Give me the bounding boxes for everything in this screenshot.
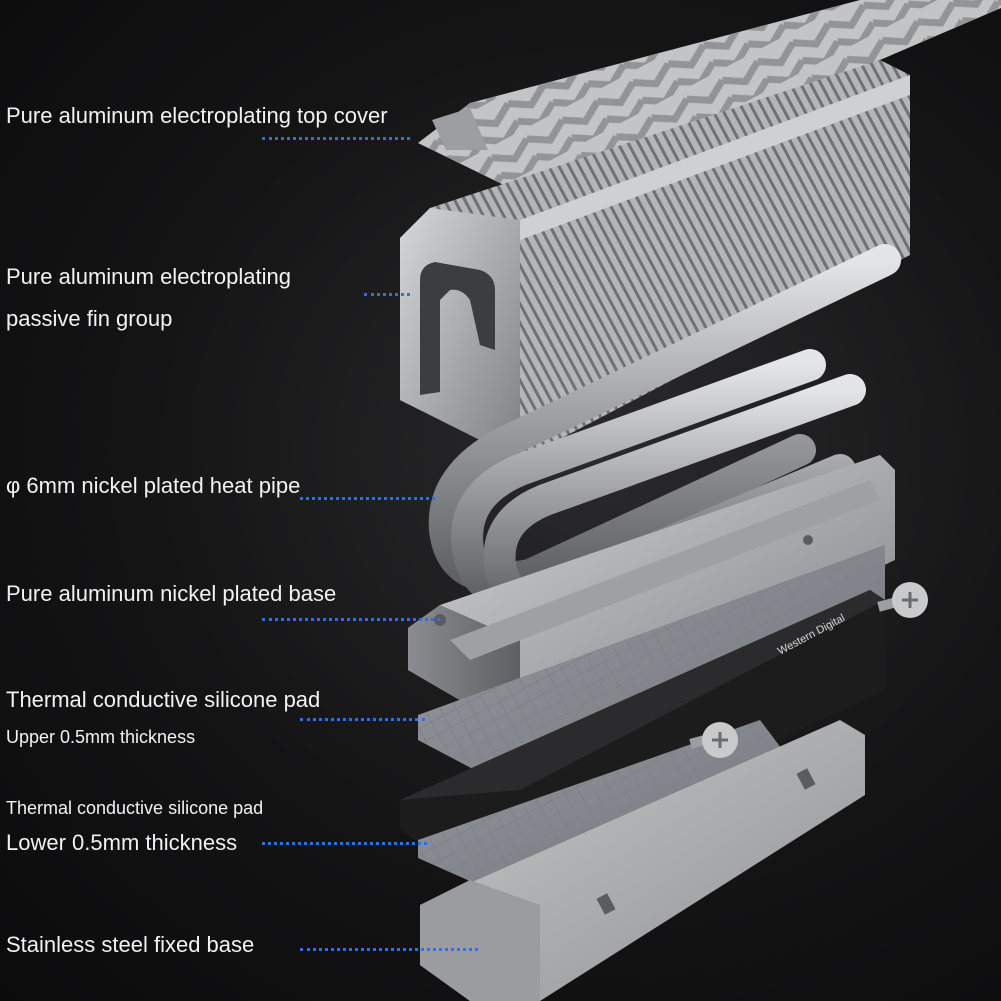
label-steel-base: Stainless steel fixed base xyxy=(6,932,255,957)
leader-top-cover xyxy=(262,137,410,140)
fin-group-part xyxy=(400,60,910,460)
lower-pad-part xyxy=(418,720,790,890)
leader-fin-group xyxy=(364,293,410,296)
label-fin-group-line1: Pure aluminum electroplating xyxy=(6,264,291,289)
leader-base xyxy=(262,618,440,621)
label-top-cover: Pure aluminum electroplating top cover xyxy=(6,103,388,128)
leader-upper-pad xyxy=(300,718,425,721)
logo-emblem-icon xyxy=(432,108,488,150)
leader-heat-pipe xyxy=(300,497,435,500)
top-cover-part xyxy=(418,0,1001,188)
leader-lower-pad xyxy=(262,842,427,845)
screw-right-icon xyxy=(877,582,928,618)
label-upper-pad-line2: Upper 0.5mm thickness xyxy=(6,727,196,747)
label-heat-pipe: φ 6mm nickel plated heat pipe xyxy=(6,473,301,498)
label-fin-group-line2: passive fin group xyxy=(6,306,173,331)
label-lower-pad-line1: Thermal conductive silicone pad xyxy=(6,798,264,818)
steel-base-part xyxy=(420,720,865,1001)
label-base: Pure aluminum nickel plated base xyxy=(6,581,337,606)
label-lower-pad-line2: Lower 0.5mm thickness xyxy=(6,830,238,855)
label-upper-pad-line1: Thermal conductive silicone pad xyxy=(6,687,321,712)
leader-steel-base xyxy=(300,948,478,951)
screw-left-icon xyxy=(689,722,738,758)
